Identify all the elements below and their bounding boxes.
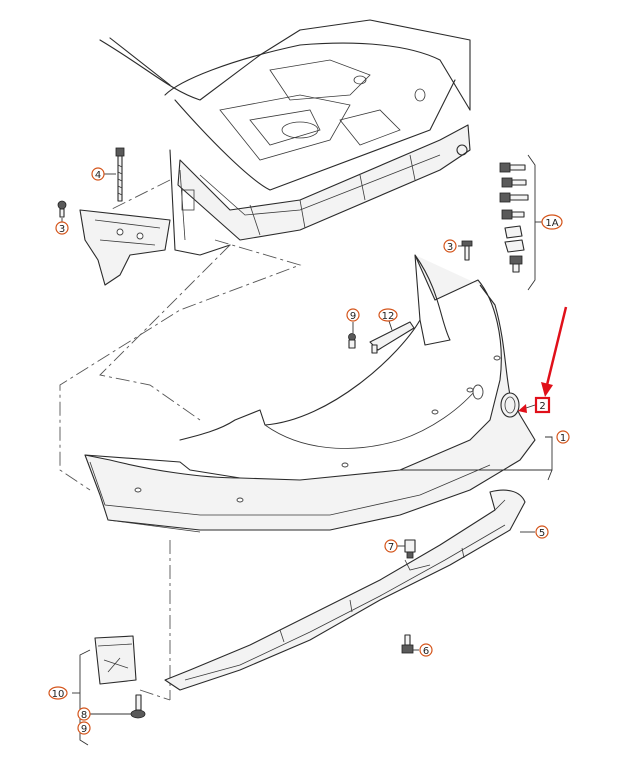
reference-lines	[59, 179, 302, 701]
part-3-bolt-right	[461, 240, 473, 261]
vehicle-rear-body	[79, 19, 471, 286]
part-12-bracket	[369, 321, 415, 354]
svg-text:5: 5	[539, 528, 545, 539]
part-2-cap	[500, 392, 520, 418]
highlight-arrow	[541, 306, 568, 397]
callout-9-upper[interactable]: 9	[346, 308, 360, 322]
callout-3-right[interactable]: 3	[443, 239, 457, 253]
svg-text:8: 8	[81, 710, 87, 721]
part-1a-fastener-kit	[499, 162, 529, 273]
callout-1[interactable]: 1	[556, 430, 570, 444]
svg-text:12: 12	[382, 311, 395, 322]
svg-text:3: 3	[447, 242, 453, 253]
callout-6[interactable]: 6	[419, 643, 433, 657]
part-4-screw	[115, 147, 125, 202]
svg-text:2: 2	[539, 401, 545, 412]
bracket-1a	[527, 154, 536, 291]
svg-text:1A: 1A	[545, 218, 558, 229]
callout-2-selected[interactable]: 2	[534, 396, 551, 414]
callout-12[interactable]: 12	[378, 308, 398, 322]
callout-1a[interactable]: 1A	[541, 214, 563, 230]
part-1-bumper-cover	[84, 254, 536, 533]
svg-text:3: 3	[59, 224, 65, 235]
callout-5[interactable]: 5	[535, 525, 549, 539]
callout-4[interactable]: 4	[91, 167, 105, 181]
part-9-screw-upper	[348, 333, 356, 349]
callout-10[interactable]: 10	[48, 686, 68, 700]
svg-text:6: 6	[423, 646, 429, 657]
part-7-clip	[404, 539, 416, 559]
part-6-screw	[401, 634, 414, 654]
svg-text:9: 9	[350, 311, 356, 322]
part-8-screw	[130, 694, 146, 719]
svg-text:1: 1	[560, 433, 566, 444]
callout-8[interactable]: 8	[77, 707, 91, 721]
callout-7[interactable]: 7	[384, 539, 398, 553]
part-5-diffuser	[164, 489, 526, 691]
callout-9-lower[interactable]: 9	[77, 721, 91, 735]
part-3-bolt-left	[57, 200, 67, 218]
part-10-kit-bag	[94, 635, 137, 685]
svg-text:10: 10	[52, 689, 65, 700]
bracket-10	[79, 649, 91, 746]
svg-text:7: 7	[388, 542, 394, 553]
svg-text:9: 9	[81, 724, 87, 735]
callout-3-left[interactable]: 3	[55, 221, 69, 235]
svg-text:4: 4	[95, 170, 101, 181]
